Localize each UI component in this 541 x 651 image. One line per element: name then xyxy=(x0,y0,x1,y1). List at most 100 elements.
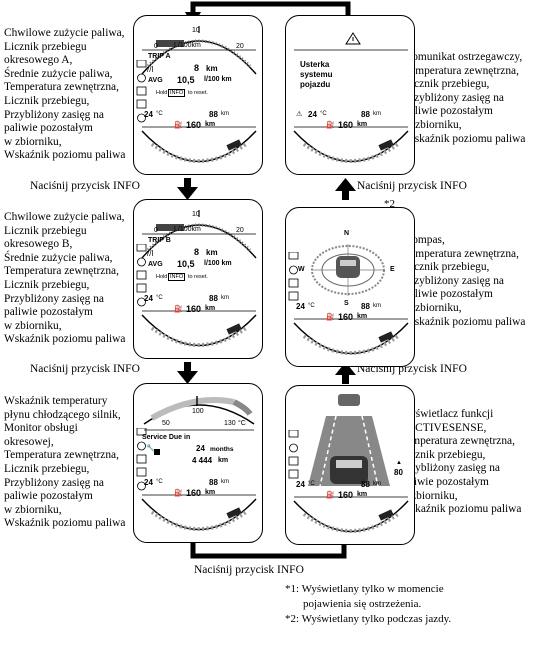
service-months: 24 xyxy=(196,444,205,453)
status-icons-column xyxy=(288,252,299,301)
temp-unit: °C xyxy=(156,479,163,485)
hold-reset-text: to reset. xyxy=(188,90,208,96)
set-speed: 80 xyxy=(394,468,403,477)
info-key-icon: INFO xyxy=(168,89,186,97)
description-warning: Komunikat ostrzegawczy,Temperatura zewnę… xyxy=(404,51,526,145)
service-km: 4 444 xyxy=(192,456,213,465)
odometer: 88 xyxy=(209,110,218,119)
odo-unit: km xyxy=(221,295,229,301)
avg-label: AVG xyxy=(148,77,163,84)
service-months-unit: months xyxy=(210,446,234,453)
outside-temp: 24 xyxy=(308,110,317,119)
footnote-marker-2: *2 xyxy=(384,198,395,210)
trip-distance-unit: km xyxy=(206,64,218,73)
gauge-tick-label: 10 xyxy=(192,27,200,34)
description-trip-a: Chwilowe zużycie paliwa,Licznik przebieg… xyxy=(4,27,126,162)
footnote-1: *1: Wyświetlany tylko w momencie xyxy=(285,583,444,595)
fuel-pump-icon: ⛽ xyxy=(174,490,183,497)
temp-tick-label: 100 xyxy=(192,408,204,415)
warning-triangle-icon: ⚠ xyxy=(296,111,303,118)
status-icons-column xyxy=(136,60,147,123)
fuel-range: 160 xyxy=(338,120,354,130)
gauge-tick-label: 0 xyxy=(154,227,158,234)
service-block-icon xyxy=(154,449,160,455)
fuel-pump-icon: ⛽ xyxy=(174,306,183,313)
gauge-tick-label: 20 xyxy=(236,227,244,234)
press-info-label: Naciśnij przycisk INFO xyxy=(194,564,304,576)
outside-temp: 24 xyxy=(296,302,305,311)
fuel-range: 160 xyxy=(186,120,202,130)
display-panel-activesense: ▲ 80 24 °C 88 km ⛽ 160 km xyxy=(285,385,415,545)
arrow-down-icon xyxy=(177,362,198,384)
odometer: 88 xyxy=(361,110,370,119)
fuel-range: 160 xyxy=(338,490,354,500)
odometer: 88 xyxy=(209,294,218,303)
speed-limit-icon: ▲ xyxy=(396,460,402,466)
description-trip-b: Chwilowe zużycie paliwa,Licznik przebieg… xyxy=(4,211,126,346)
odo-unit: km xyxy=(373,303,381,309)
press-info-label: Naciśnij przycisk INFO xyxy=(30,180,140,192)
arrow-up-icon xyxy=(335,362,356,384)
status-icons-column xyxy=(136,428,147,491)
gauge-tick-label: 0 xyxy=(154,43,158,50)
avg-label: AVG xyxy=(148,261,163,268)
arrow-down-icon xyxy=(177,178,198,200)
fuel-economy-gauge xyxy=(141,26,257,163)
range-unit: km xyxy=(205,489,216,496)
range-unit: km xyxy=(357,491,368,498)
warning-message: systemu xyxy=(300,70,333,79)
avg-unit: l/100 km xyxy=(204,260,232,267)
compass-north: N xyxy=(344,230,350,237)
footnote-1-continued: pojawienia się ostrzeżenia. xyxy=(303,598,422,610)
temp-tick-label: 50 xyxy=(162,420,170,427)
warning-display xyxy=(293,32,409,163)
avg-value: 10,5 xyxy=(177,75,195,85)
display-panel-service: 100 50 130 °C Service Due in 🔧 24 months… xyxy=(133,383,263,543)
odometer: 88 xyxy=(361,302,370,311)
trip-icon: //l xyxy=(147,249,154,258)
press-info-label: Naciśnij przycisk INFO xyxy=(357,180,467,192)
odo-unit: km xyxy=(373,481,381,487)
arrow-up-icon xyxy=(335,178,356,200)
fuel-range: 160 xyxy=(186,304,202,314)
trip-label: TRIP A xyxy=(148,53,171,60)
range-unit: km xyxy=(357,121,368,128)
odo-unit: km xyxy=(221,479,229,485)
trip-icon: //l xyxy=(147,65,154,74)
trip-label: TRIP B xyxy=(148,237,171,244)
footnote-2: *2: Wyświetlany tylko podczas jazdy. xyxy=(285,613,452,625)
odometer: 88 xyxy=(209,478,218,487)
fuel-pump-icon: ⛽ xyxy=(326,492,335,499)
temp-unit: °C xyxy=(308,303,315,309)
fuel-range: 160 xyxy=(338,312,354,322)
fuel-economy-gauge xyxy=(141,210,257,347)
display-panel-warning: Usterka systemu pojazdu ⚠ 24 °C 88 km ⛽ … xyxy=(285,15,415,175)
compass-display xyxy=(293,244,409,355)
press-info-label: Naciśnij przycisk INFO xyxy=(30,363,140,375)
compass-south: S xyxy=(344,300,349,307)
info-key-icon: INFO xyxy=(168,273,186,281)
status-icons-column xyxy=(288,430,299,479)
service-km-unit: km xyxy=(218,457,229,464)
trip-distance: 8 xyxy=(194,247,200,257)
gauge-tick-label: 10 xyxy=(192,211,200,218)
service-title: Service Due in xyxy=(142,434,191,441)
hold-text: Hold xyxy=(156,274,168,280)
display-panel-trip-a: 10 0 L/100km 20 TRIP A //l 8 km AVG 10,5… xyxy=(133,15,263,175)
odo-unit: km xyxy=(373,111,381,117)
top-connector-arrow xyxy=(185,1,351,26)
gauge-tick-label: 20 xyxy=(236,43,244,50)
fuel-range: 160 xyxy=(186,488,202,498)
hold-reset-text: to reset. xyxy=(188,274,208,280)
fuel-pump-icon: ⛽ xyxy=(326,122,335,129)
gauge-unit-label: L/100km xyxy=(174,42,201,49)
range-unit: km xyxy=(205,305,216,312)
trip-distance: 8 xyxy=(194,63,200,73)
fuel-pump-icon: ⛽ xyxy=(174,122,183,129)
temp-unit: °C xyxy=(308,481,315,487)
compass-east: E xyxy=(390,266,395,273)
avg-value: 10,5 xyxy=(177,259,195,269)
warning-message: pojazdu xyxy=(300,80,331,89)
